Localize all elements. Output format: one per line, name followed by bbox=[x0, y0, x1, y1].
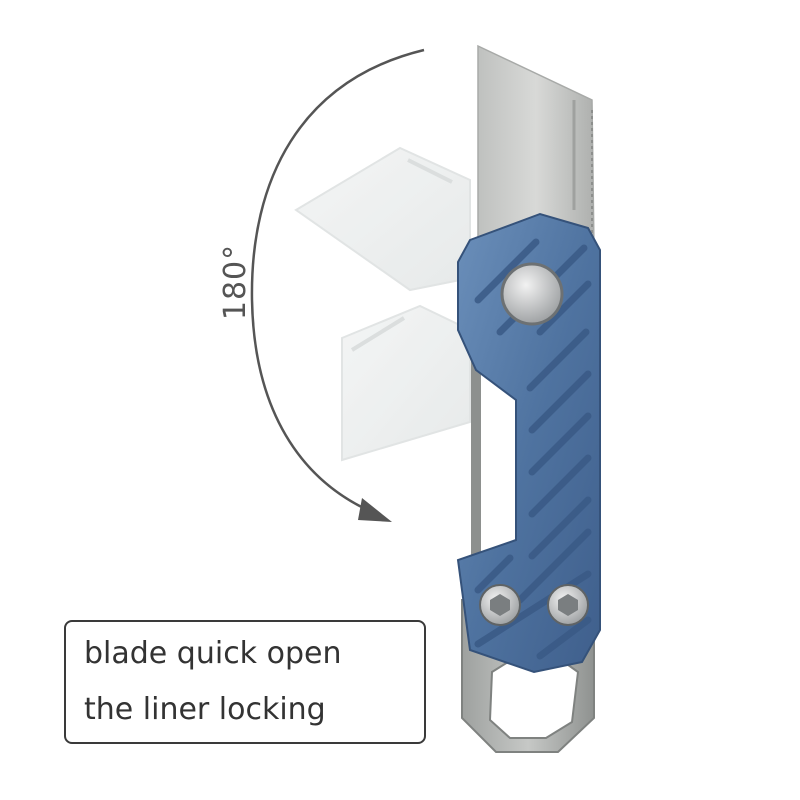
pivot-button bbox=[500, 262, 564, 326]
ghost-blade-upper bbox=[294, 146, 471, 292]
ghost-blade-lower bbox=[341, 304, 471, 462]
blue-handle bbox=[456, 212, 601, 674]
feature-liner-locking: the liner locking bbox=[84, 692, 326, 727]
rotation-angle-label: 180° bbox=[218, 243, 253, 321]
rotation-arrow bbox=[250, 48, 425, 514]
feature-callout: blade quick open the liner locking bbox=[64, 620, 426, 744]
screw-right-icon bbox=[547, 584, 589, 626]
arrow-head-icon bbox=[358, 498, 392, 522]
feature-blade-quick-open: blade quick open bbox=[84, 636, 342, 671]
screw-left-icon bbox=[479, 584, 521, 626]
